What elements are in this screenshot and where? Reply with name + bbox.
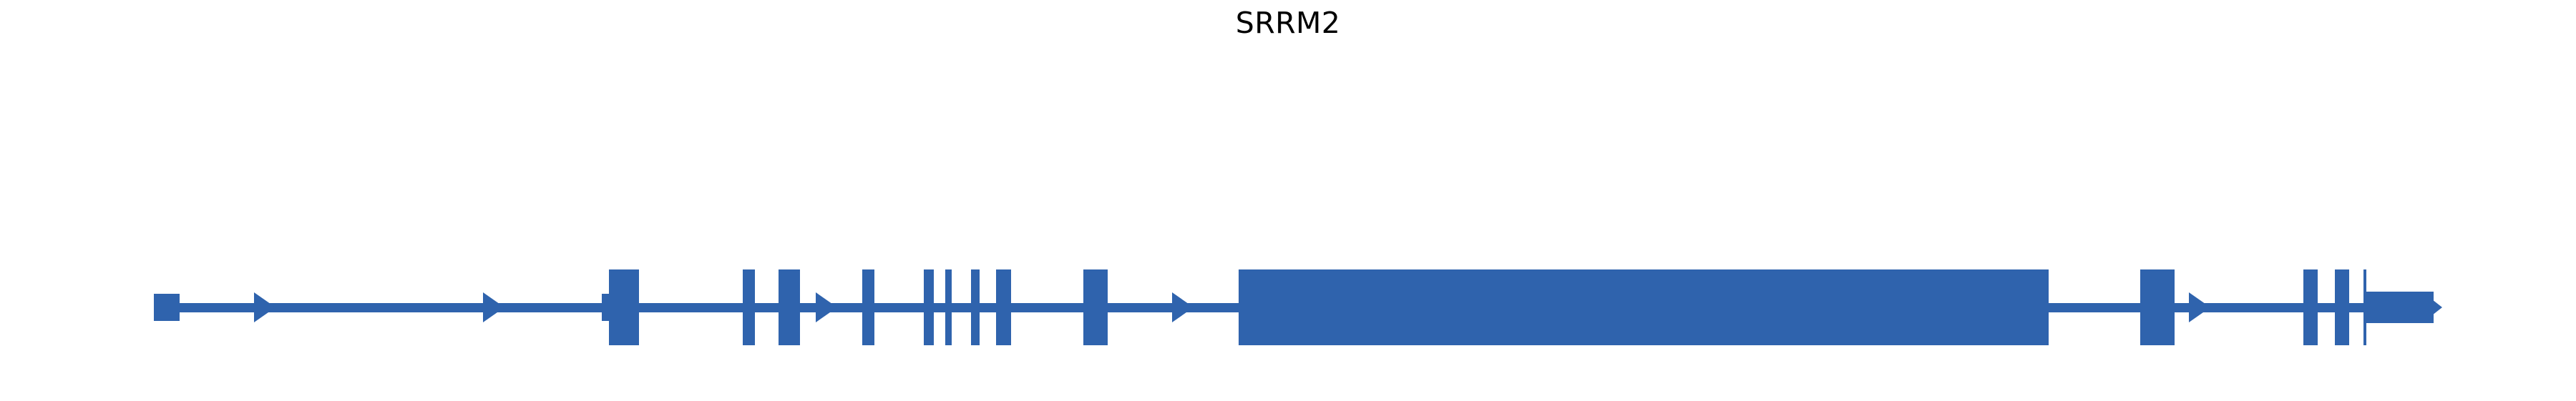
exon-8[interactable]	[996, 269, 1011, 345]
exon-4[interactable]	[862, 269, 874, 345]
strand-arrow-1	[254, 292, 275, 322]
exon-11[interactable]	[2140, 269, 2175, 345]
exon-1[interactable]	[609, 269, 639, 345]
page-title: SRRM2	[1235, 6, 1341, 40]
exon-5[interactable]	[924, 269, 934, 345]
exon-13[interactable]	[2335, 269, 2349, 345]
utr-5prime-start[interactable]	[154, 294, 180, 321]
strand-arrow-2	[483, 292, 504, 322]
exon-6[interactable]	[945, 269, 952, 345]
strand-arrow-5	[2189, 292, 2210, 322]
strand-arrow-4	[1172, 292, 1194, 322]
strand-arrow-terminal	[2432, 299, 2442, 315]
strand-arrow-3	[816, 292, 837, 322]
exon-3[interactable]	[779, 269, 800, 345]
utr-3prime-end[interactable]	[2365, 292, 2434, 323]
exon-1-utr-step[interactable]	[602, 294, 610, 321]
exon-9[interactable]	[1083, 269, 1108, 345]
exon-12[interactable]	[2303, 269, 2318, 345]
exon-10-large[interactable]	[1239, 269, 2049, 345]
exon-7[interactable]	[971, 269, 980, 345]
exon-2[interactable]	[743, 269, 755, 345]
